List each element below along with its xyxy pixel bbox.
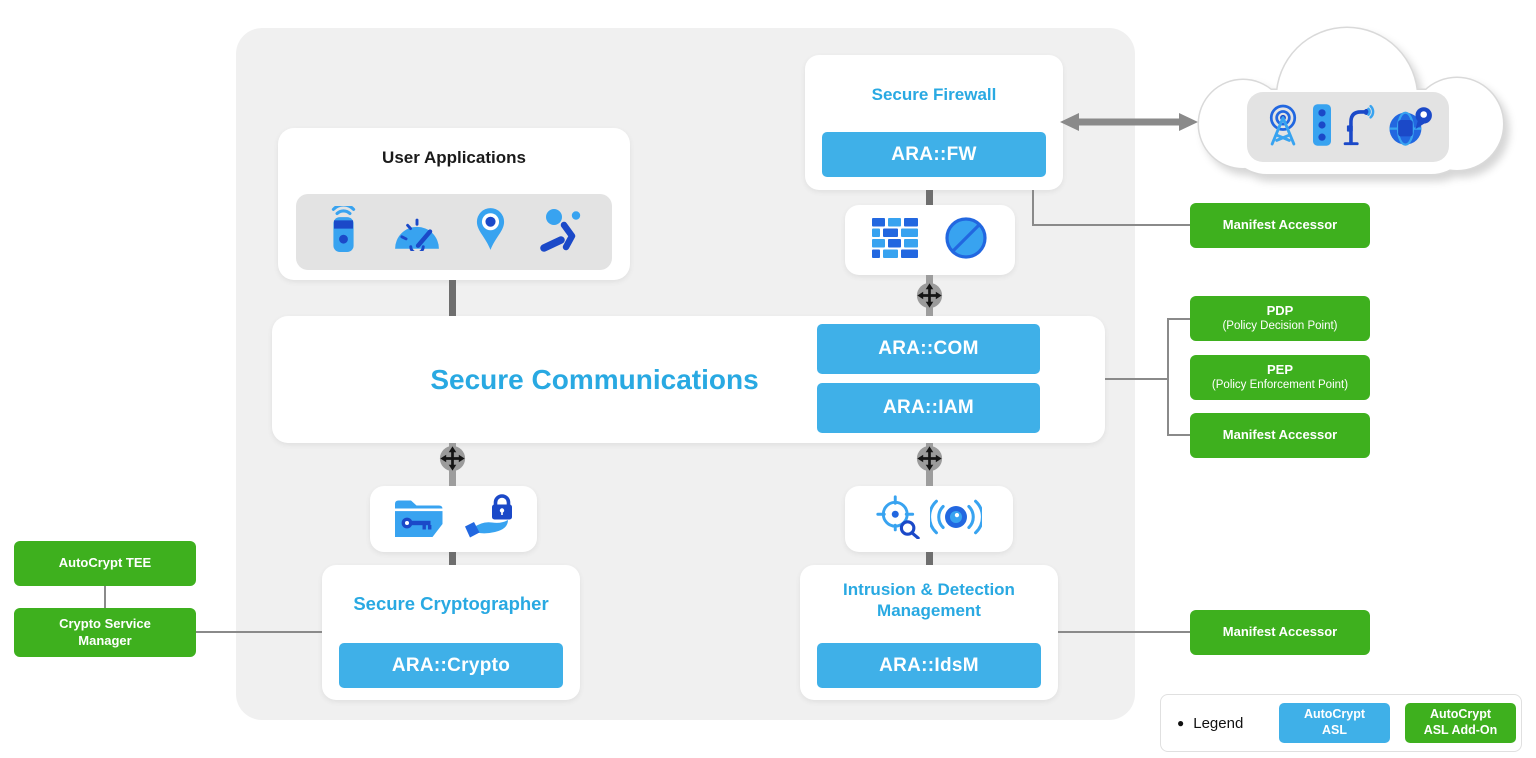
pdp-abbr: PDP [1266, 302, 1294, 318]
legend-bullet-icon: ● [1177, 716, 1185, 730]
legend-card: ● Legend AutoCrypt ASL AutoCrypt ASL Add… [1160, 694, 1522, 752]
intrusion-detection-title: Intrusion & Detection Management [843, 580, 1015, 621]
autocrypt-tee-box: AutoCrypt TEE [14, 541, 196, 586]
smart-key-icon [327, 202, 360, 259]
user-applications-title: User Applications [382, 148, 526, 167]
key-folder-icon [394, 496, 444, 543]
cloud-icon-strip [1247, 92, 1449, 162]
manifest-accessor-bottom-box: Manifest Accessor [1190, 610, 1370, 655]
secure-communications-title: Secure Communications [430, 363, 759, 395]
legend-chip-asl: AutoCrypt ASL [1279, 703, 1390, 743]
radio-tower-icon [1264, 104, 1302, 151]
pdp-box: PDP (Policy Decision Point) [1190, 296, 1370, 341]
move-cross-icon [916, 282, 943, 314]
speedometer-icon [393, 209, 441, 256]
connector-comms-bracket [1105, 378, 1168, 380]
ara-crypto-module: ARA::Crypto [339, 643, 563, 688]
connector-fw-manifest-v [1032, 190, 1034, 226]
secure-firewall-title: Secure Firewall [871, 85, 997, 104]
bracket-bottom-stub [1167, 434, 1190, 436]
connector-tee-csm [104, 586, 106, 608]
pdp-full: (Policy Decision Point) [1222, 320, 1338, 333]
secure-cryptographer-card: Secure Cryptographer ARA::Crypto [322, 565, 580, 700]
secure-firewall-card: Secure Firewall ARA::FW [805, 55, 1063, 190]
connector-crypto-stub [449, 552, 456, 565]
threat-search-icon [876, 494, 920, 544]
secure-cryptographer-title: Secure Cryptographer [353, 593, 549, 614]
bracket-top-stub [1167, 318, 1190, 320]
legend-chip-addon-line2: ASL Add-On [1423, 723, 1498, 737]
ara-com-module: ARA::COM [817, 324, 1040, 374]
connector-fw-manifest-h [1032, 224, 1190, 226]
legend-chip-asl-line1: AutoCrypt [1303, 707, 1366, 722]
connector-userapps-comms [449, 280, 456, 316]
pep-full: (Policy Enforcement Point) [1211, 379, 1349, 392]
connector-ids-manifest [1058, 631, 1190, 633]
traffic-light-icon [1312, 103, 1331, 151]
ara-iam-module: ARA::IAM [817, 383, 1040, 433]
legend-chip-addon: AutoCrypt ASL Add-On [1405, 703, 1516, 743]
passenger-seat-icon [539, 208, 582, 257]
crypto-service-manager-label: Crypto Service Manager [59, 615, 151, 648]
connected-globe-icon [1387, 104, 1433, 151]
crypto-icons-card [370, 486, 537, 552]
secure-communications-card: Secure Communications ARA::COM ARA::IAM [272, 316, 1105, 443]
ids-icons-card [845, 486, 1013, 552]
crypto-service-manager-box: Crypto Service Manager [14, 608, 196, 657]
cloud-shape [1195, 18, 1513, 180]
user-applications-card: User Applications [278, 128, 630, 280]
pep-abbr: PEP [1266, 361, 1293, 377]
manifest-accessor-mid-box: Manifest Accessor [1190, 413, 1370, 458]
manifest-accessor-top-box: Manifest Accessor [1190, 203, 1370, 248]
connector-csm-crypto [196, 631, 322, 633]
legend-chip-addon-line1: AutoCrypt [1429, 707, 1492, 722]
user-app-icon-strip [296, 194, 612, 270]
legend-chip-asl-line2: ASL [1322, 723, 1347, 737]
pep-box: PEP (Policy Enforcement Point) [1190, 355, 1370, 400]
connector-ids-stub [926, 552, 933, 565]
ara-fw-module: ARA::FW [822, 132, 1046, 177]
intrusion-detection-card: Intrusion & Detection Management ARA::Id… [800, 565, 1058, 700]
hand-lock-icon [464, 493, 514, 545]
connector-fw-icons [926, 190, 933, 205]
move-cross-icon [439, 445, 466, 477]
ara-idsm-module: ARA::IdsM [817, 643, 1041, 688]
move-cross-icon [916, 445, 943, 477]
firewall-bricks-icon [872, 217, 918, 263]
location-pin-icon [474, 207, 507, 257]
double-arrow-icon [1058, 110, 1200, 139]
radar-icon [928, 496, 984, 543]
legend-label: Legend [1193, 714, 1244, 732]
smart-lamp-icon [1342, 103, 1376, 151]
bracket-vertical [1167, 318, 1169, 435]
firewall-icons-card [845, 205, 1015, 275]
prohibition-icon [944, 216, 988, 265]
